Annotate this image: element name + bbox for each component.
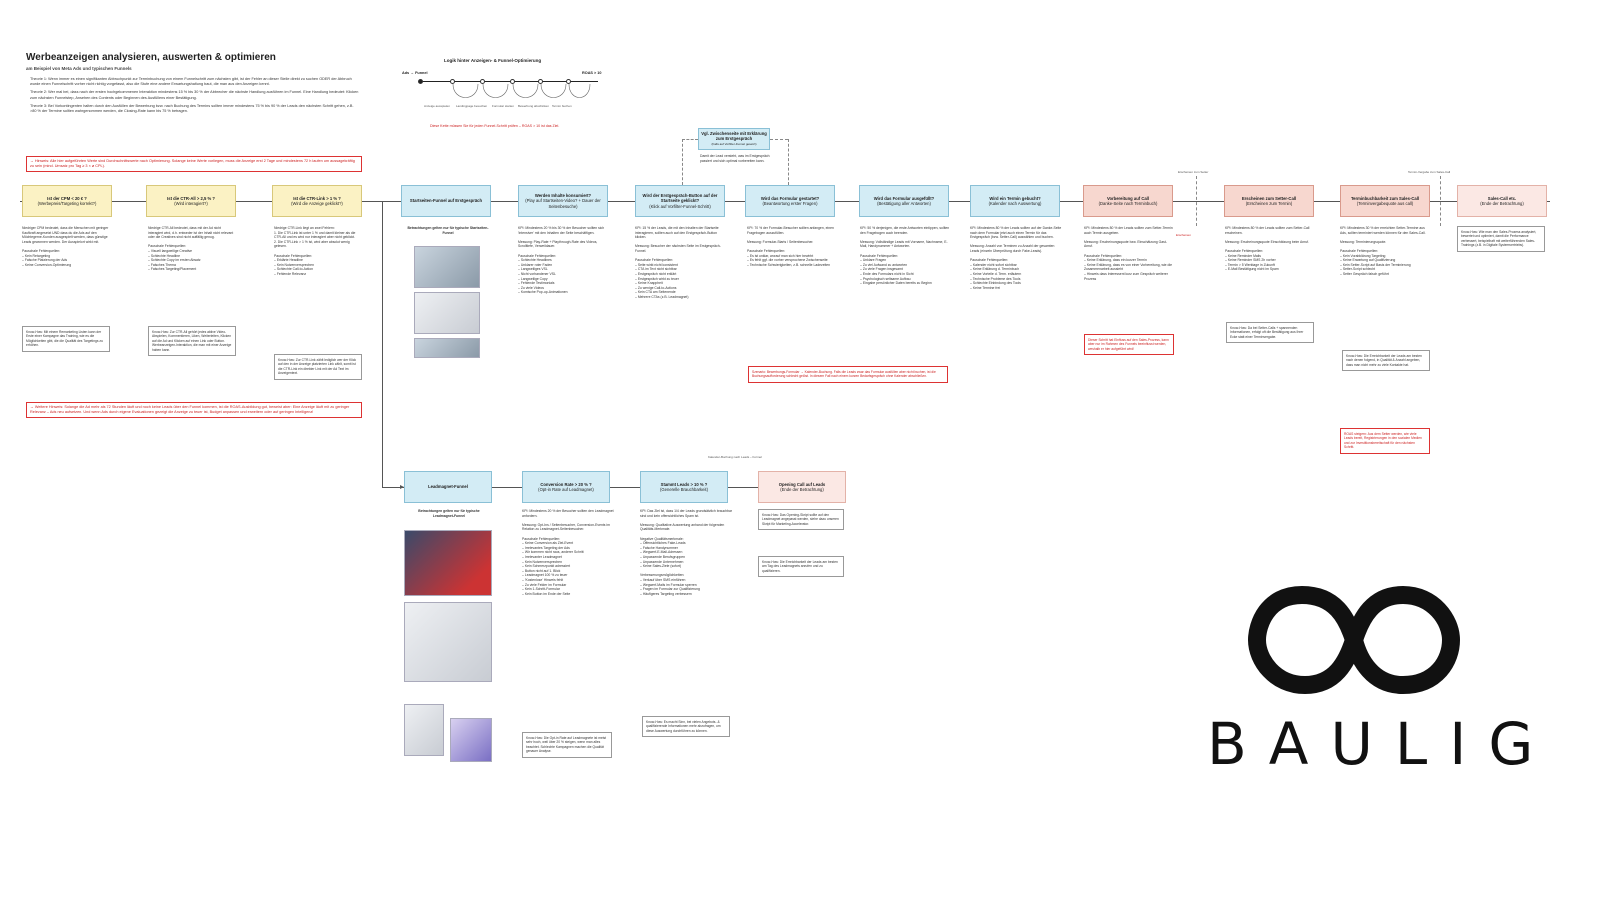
stage-appointment-booked: Wird ein Termin gebucht?(Kalender nach A…	[970, 185, 1060, 217]
red-note-roas: ROAS steigern: Aus dem Setter werden, wi…	[1340, 428, 1430, 454]
startseite-screenshot	[414, 292, 480, 334]
timeline-step: Anzeige ausspielen	[424, 104, 451, 108]
note-setter: Know-How: Da bei Setter-Calls + spannend…	[1226, 322, 1314, 344]
timeline-step: Bewerbung abschicken	[518, 104, 550, 108]
note-optin-rate: Know-How: Die Opt-in Rate auf Leadmagnet…	[522, 732, 612, 758]
lower-text-leadmagnet: Betrachtungen gelten nur für typische Le…	[418, 509, 480, 518]
column-text-appointment: KPI: Mindestens 80 % der Leads sollten a…	[970, 226, 1062, 290]
red-note-funnel-influence: Dieser Schritt hat Einfluss auf den Sale…	[1084, 334, 1174, 356]
leadmagnet-screenshot	[404, 530, 492, 596]
red-note-scenario: Szenario: Bewerbungs-Formular → Kalender…	[748, 366, 948, 383]
baulig-infinity-icon	[1248, 586, 1460, 694]
note-lead-reachability: Know-How: Die Erreichbarkeit der Leads a…	[758, 556, 844, 578]
timeline-dot	[510, 79, 515, 84]
stage-content-consumed: Werden Inhalte konsumiert?(Play auf Star…	[518, 185, 608, 217]
stage-ctr-all: Ist die CTR-All > 2,5 % ?(Wird interagie…	[146, 185, 236, 217]
connector-label-lower: Kalender-Buchung nach Leads – Formel	[708, 455, 762, 459]
connector-label-mid: Erscheinen	[1176, 233, 1192, 237]
stage-cta-clicked: Wird der Erstgespräch-Button auf der Sta…	[635, 185, 725, 217]
timeline-line	[420, 81, 598, 82]
theory-item-2: Theorie 2: Wer mal bei, dass nach der er…	[30, 90, 359, 100]
connector-label-setter: Erscheinen zum Setter	[1178, 170, 1209, 174]
baulig-wordmark: BAULIG	[1207, 710, 1556, 778]
lower-text-usable-leads: KPI: Das Ziel ist, dass 1/4 der Leads gr…	[640, 509, 732, 596]
column-text-sales-booking: KPI: Mindestens 30 % der erreichten Sett…	[1340, 226, 1426, 276]
page-title: Werbeanzeigen analysieren, auswerten & o…	[26, 52, 276, 63]
connector-dashed	[788, 139, 789, 185]
stage-opening-call: Opening Call auf Leads(Ende der Betracht…	[758, 471, 846, 503]
timeline-dot	[566, 79, 571, 84]
theory-item-3: Theorie 3: Bei Vorkontingenten halten du…	[30, 103, 354, 114]
stage-form-completed: Wird das Formular ausgefüllt?(Bestätigun…	[859, 185, 949, 217]
column-text-cpm: Niedriger CPM bedeutet, dass die Mensche…	[22, 226, 109, 267]
lower-text-conversion: KPI: Mindestens 20 % der Besucher sollte…	[522, 509, 614, 596]
connector-label-sales: Termin-Vergabe zum Sales-Call	[1408, 170, 1451, 174]
leadmagnet-screenshot	[404, 602, 492, 682]
column-text-form-start: KPI: 70 % der Formular-Besucher sollten …	[747, 226, 834, 267]
column-text-setter: KPI: Mindestens 80 % der Leads sollten z…	[1225, 226, 1310, 272]
leadmagnet-screenshot	[450, 718, 492, 762]
divider-dashed	[1196, 176, 1197, 226]
timeline-title: Logik hinter Anzeigen- & Funnel-Optimier…	[444, 58, 542, 63]
arrow-head	[400, 485, 404, 489]
note-ctr-link: Know-How: Zur CTR-Link zählt lediglich w…	[274, 354, 362, 380]
note-qualifying-info: Know-How: Es macht Sinn, bei vielen Ange…	[642, 716, 730, 738]
stage-call-preparation: Vorbereitung auf Call(Danke-Seite nach T…	[1083, 185, 1173, 217]
timeline-start-label: Ads → Funnel	[402, 71, 428, 75]
stage-usable-leads: Stammt Leads > 10 % ?(Generelle Brauchba…	[640, 471, 728, 503]
branch-line	[382, 201, 383, 487]
timeline-dot	[450, 79, 455, 84]
theory-list: Theorie 1: Wenn immer es einen signifika…	[30, 77, 360, 117]
note-ctr-all: Know-How: Zur CTR-All gehört jedes aktiv…	[148, 326, 236, 357]
timeline-dot	[418, 79, 423, 84]
page-subtitle: am Beispiel von Meta Ads und typischen F…	[26, 66, 132, 71]
intermediate-page-box: Vgl. Zwischenseite mit Erklärung zum Ers…	[698, 128, 770, 150]
hint-top: → Hinweis: Alle hier aufgeführten Werte …	[26, 156, 362, 172]
note-sales-booking: Know-How: Die Erreichbarkeit der Leads a…	[1342, 350, 1430, 372]
baulig-logo: BAULIG	[1185, 580, 1556, 780]
timeline-dot	[480, 79, 485, 84]
stage-startseite-funnel: Startseiten-Funnel auf Erstgespräch	[401, 185, 491, 217]
lower-flow-line	[492, 487, 758, 488]
stage-conversion-rate: Conversion Rate > 20 % ?(Opt-in Rate auf…	[522, 471, 610, 503]
branch-line	[382, 487, 404, 488]
timeline-curves	[452, 84, 591, 98]
hint-bottom: → Weitere Hinweis: Solange die Ad mehr a…	[26, 402, 362, 418]
logic-timeline: Logik hinter Anzeigen- & Funnel-Optimier…	[400, 58, 620, 144]
stage-form-started: Wird das Formular gestartet?(Beantwortun…	[745, 185, 835, 217]
connector-dashed	[682, 139, 698, 140]
theory-item-1: Theorie 1: Wenn immer es einen signifika…	[30, 77, 352, 87]
column-text-cta: KPI: 15 % der Leads, die mit den Inhalte…	[635, 226, 721, 299]
timeline-red-note: Diese Kette müssen Sie für jeden Funnel-…	[430, 124, 560, 128]
column-text-content: KPI: Mindestens 20 % bis 30 % der Besuch…	[518, 226, 605, 295]
startseite-screenshot	[414, 246, 480, 288]
leadmagnet-screenshot	[404, 704, 444, 756]
timeline-end-label: ROAS > 10	[582, 71, 602, 75]
timeline-dot	[538, 79, 543, 84]
timeline-step: Termin buchen	[552, 104, 572, 108]
timeline-step: Formular starten	[492, 104, 515, 108]
stage-sales-call-booking: Terminbuchbarkeit zum Sales-Call(Terminv…	[1340, 185, 1430, 217]
stage-setter-call: Erscheinen zum Setter-Call(Erscheinen zu…	[1224, 185, 1314, 217]
startseite-screenshot	[414, 338, 480, 358]
column-text-startseite: Betrachtungen gelten nur für typische St…	[407, 226, 489, 235]
timeline-step: Landingpage besuchen	[456, 104, 488, 108]
stage-sales-call: Sales-Call etc.(Ende der Betrachtung)	[1457, 185, 1547, 217]
column-text-ctr-link: Niedrige CTR-Link liegt an zwei Fehlern:…	[274, 226, 356, 276]
connector-dashed	[682, 139, 683, 185]
column-text-form-complete: KPI: 50 % derjenigen, die erste Antworte…	[860, 226, 950, 286]
note-sales-call: Know-How: Wie man den Sales-Prozess anal…	[1457, 226, 1545, 252]
intermediate-page-title: Vgl. Zwischenseite mit Erklärung zum Ers…	[701, 131, 767, 142]
intermediate-page-body: Damit der Lead versteht, was im Erstgesp…	[700, 154, 770, 163]
note-cpm: Know-How: Mit einem Remarketing Listen k…	[22, 326, 110, 352]
stage-ctr-link: Ist die CTR-Link > 1 % ?(Wird die Anzeig…	[272, 185, 362, 217]
stage-leadmagnet-funnel: Leadmagnet-Funnel	[404, 471, 492, 503]
column-text-ctr-all: Niedrige CTR-All bedeutet, dass mit der …	[148, 226, 234, 272]
column-text-call-prep: KPI: Mindestens 80 % der Leads sollten z…	[1084, 226, 1173, 281]
stage-cpm: Ist der CPM < 20 € ?(Werbepreis/Targetin…	[22, 185, 112, 217]
divider-dashed	[1440, 176, 1441, 226]
intermediate-page-subtitle: (Falls auf Vorfilter-Funnel gesetzt)	[711, 141, 757, 146]
connector-dashed	[770, 139, 788, 140]
note-opening-call: Know-How: Das Opening-Skript sollte auf …	[758, 509, 844, 531]
